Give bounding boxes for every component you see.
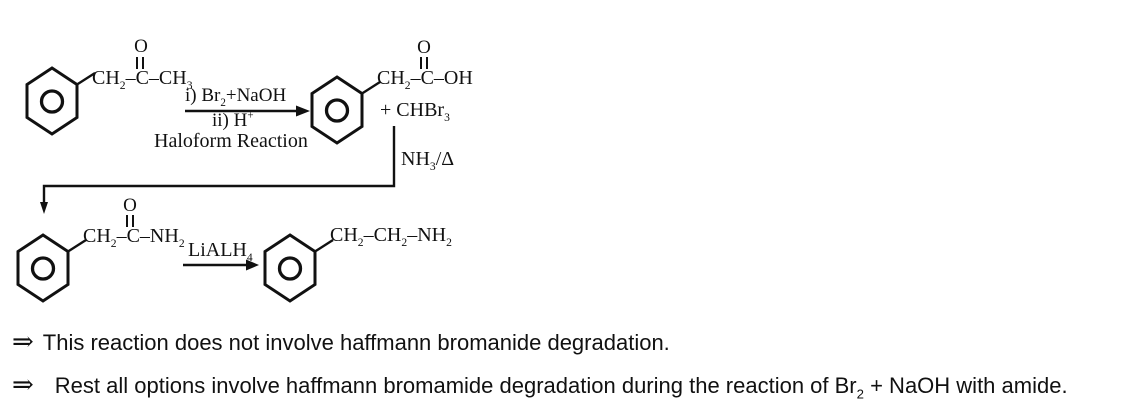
double-arrow-icon: ⇒ (12, 327, 34, 357)
reaction-arrow-down-icon (40, 126, 396, 214)
double-bond-icon (126, 215, 134, 227)
benzene-ring-icon (263, 233, 334, 303)
note-line: ⇒ Rest all options involve haffmann brom… (12, 370, 1068, 402)
step1-reaction-name: Haloform Reaction (154, 130, 308, 152)
product3-formula: CH2–CH2–NH2 (330, 224, 452, 249)
note-text: This reaction does not involve haffmann … (42, 330, 670, 355)
carbonyl-oxygen: O (417, 37, 431, 58)
double-bond-icon (136, 57, 144, 69)
note-text: Rest all options involve haffmann bromam… (54, 373, 1068, 402)
reaction-arrow-right-icon (183, 259, 259, 271)
step1-reagent-line2: ii) H+ (212, 109, 254, 131)
benzene-ring-icon (25, 66, 96, 136)
reaction-arrow-right-icon (185, 105, 310, 117)
carbonyl-oxygen: O (134, 36, 148, 57)
carbonyl-oxygen: O (123, 195, 137, 216)
benzene-ring-icon (310, 75, 381, 145)
double-arrow-icon: ⇒ (12, 370, 34, 400)
reactant-formula: CH2–C–CH3 (92, 67, 193, 92)
step3-reagent: LiALH4 (188, 239, 253, 264)
product1-formula: CH2–C–OH (377, 67, 473, 92)
product2-formula: CH2–C–NH2 (83, 225, 185, 250)
product1-byproduct: + CHBr3 (380, 99, 450, 124)
step1-reagent-line1: i) Br2+NaOH (185, 85, 287, 109)
benzene-ring-icon (16, 233, 87, 303)
note-line: ⇒ This reaction does not involve haffman… (12, 327, 670, 358)
step2-reagent: NH3/Δ (401, 148, 455, 173)
double-bond-icon (420, 57, 428, 69)
